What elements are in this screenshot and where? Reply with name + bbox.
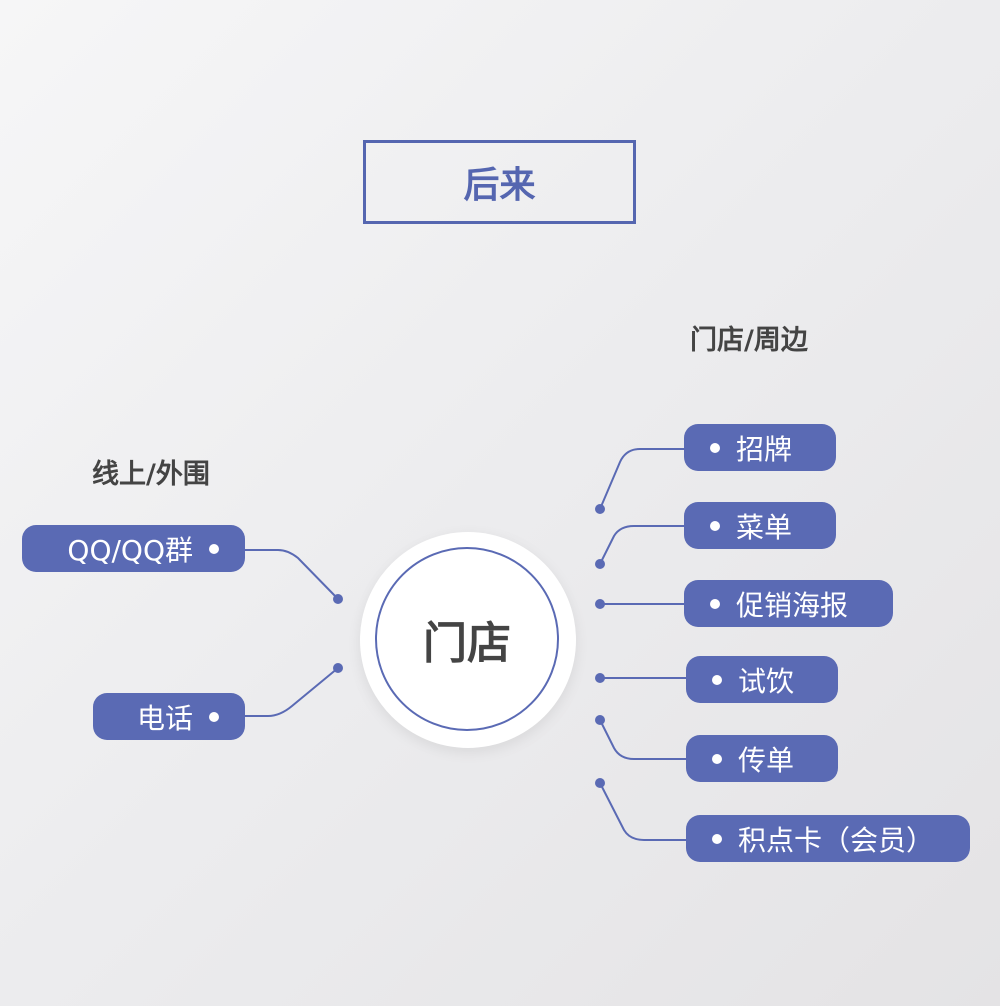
node-points-card: 积点卡（会员） (686, 815, 970, 862)
bullet-icon (712, 753, 722, 764)
connector-signboard (599, 448, 684, 510)
title-box: 后来 (363, 140, 636, 224)
node-flyer: 传单 (686, 735, 838, 782)
node-label: 促销海报 (736, 588, 849, 622)
bullet-icon (209, 711, 219, 722)
node-label: 电话 (136, 701, 193, 735)
node-dot (595, 673, 605, 683)
node-label: 试饮 (738, 664, 795, 698)
node-dot (595, 599, 605, 609)
center-label: 门店 (423, 618, 511, 669)
right-heading: 门店/周边 (690, 325, 808, 356)
node-dot (595, 504, 605, 514)
connector-phone (245, 667, 339, 717)
connector-menu (599, 525, 684, 565)
node-label: QQ/QQ群 (67, 533, 193, 567)
node-poster: 促销海报 (684, 580, 893, 627)
node-qq: QQ/QQ群 (22, 525, 245, 572)
bullet-icon (712, 674, 722, 685)
node-tasting: 试饮 (686, 656, 838, 703)
node-dot (595, 778, 605, 788)
connector-flyer (599, 719, 686, 760)
node-label: 招牌 (736, 432, 793, 466)
title: 后来 (463, 165, 536, 206)
bullet-icon (710, 442, 720, 453)
bullet-icon (209, 543, 219, 554)
node-dot (595, 715, 605, 725)
node-signboard: 招牌 (684, 424, 836, 471)
node-dot (333, 663, 343, 673)
center-ring: 门店 (375, 547, 559, 731)
connector-card (599, 782, 686, 841)
node-label: 菜单 (736, 510, 793, 544)
bullet-icon (712, 833, 722, 844)
node-menu: 菜单 (684, 502, 836, 549)
node-label: 传单 (738, 743, 795, 777)
bullet-icon (710, 520, 720, 531)
node-label: 积点卡（会员） (738, 823, 935, 857)
node-dot (595, 559, 605, 569)
connector-qq (245, 549, 339, 600)
node-dot (333, 594, 343, 604)
node-phone: 电话 (93, 693, 245, 740)
left-heading: 线上/外围 (92, 459, 210, 490)
bullet-icon (710, 598, 720, 609)
